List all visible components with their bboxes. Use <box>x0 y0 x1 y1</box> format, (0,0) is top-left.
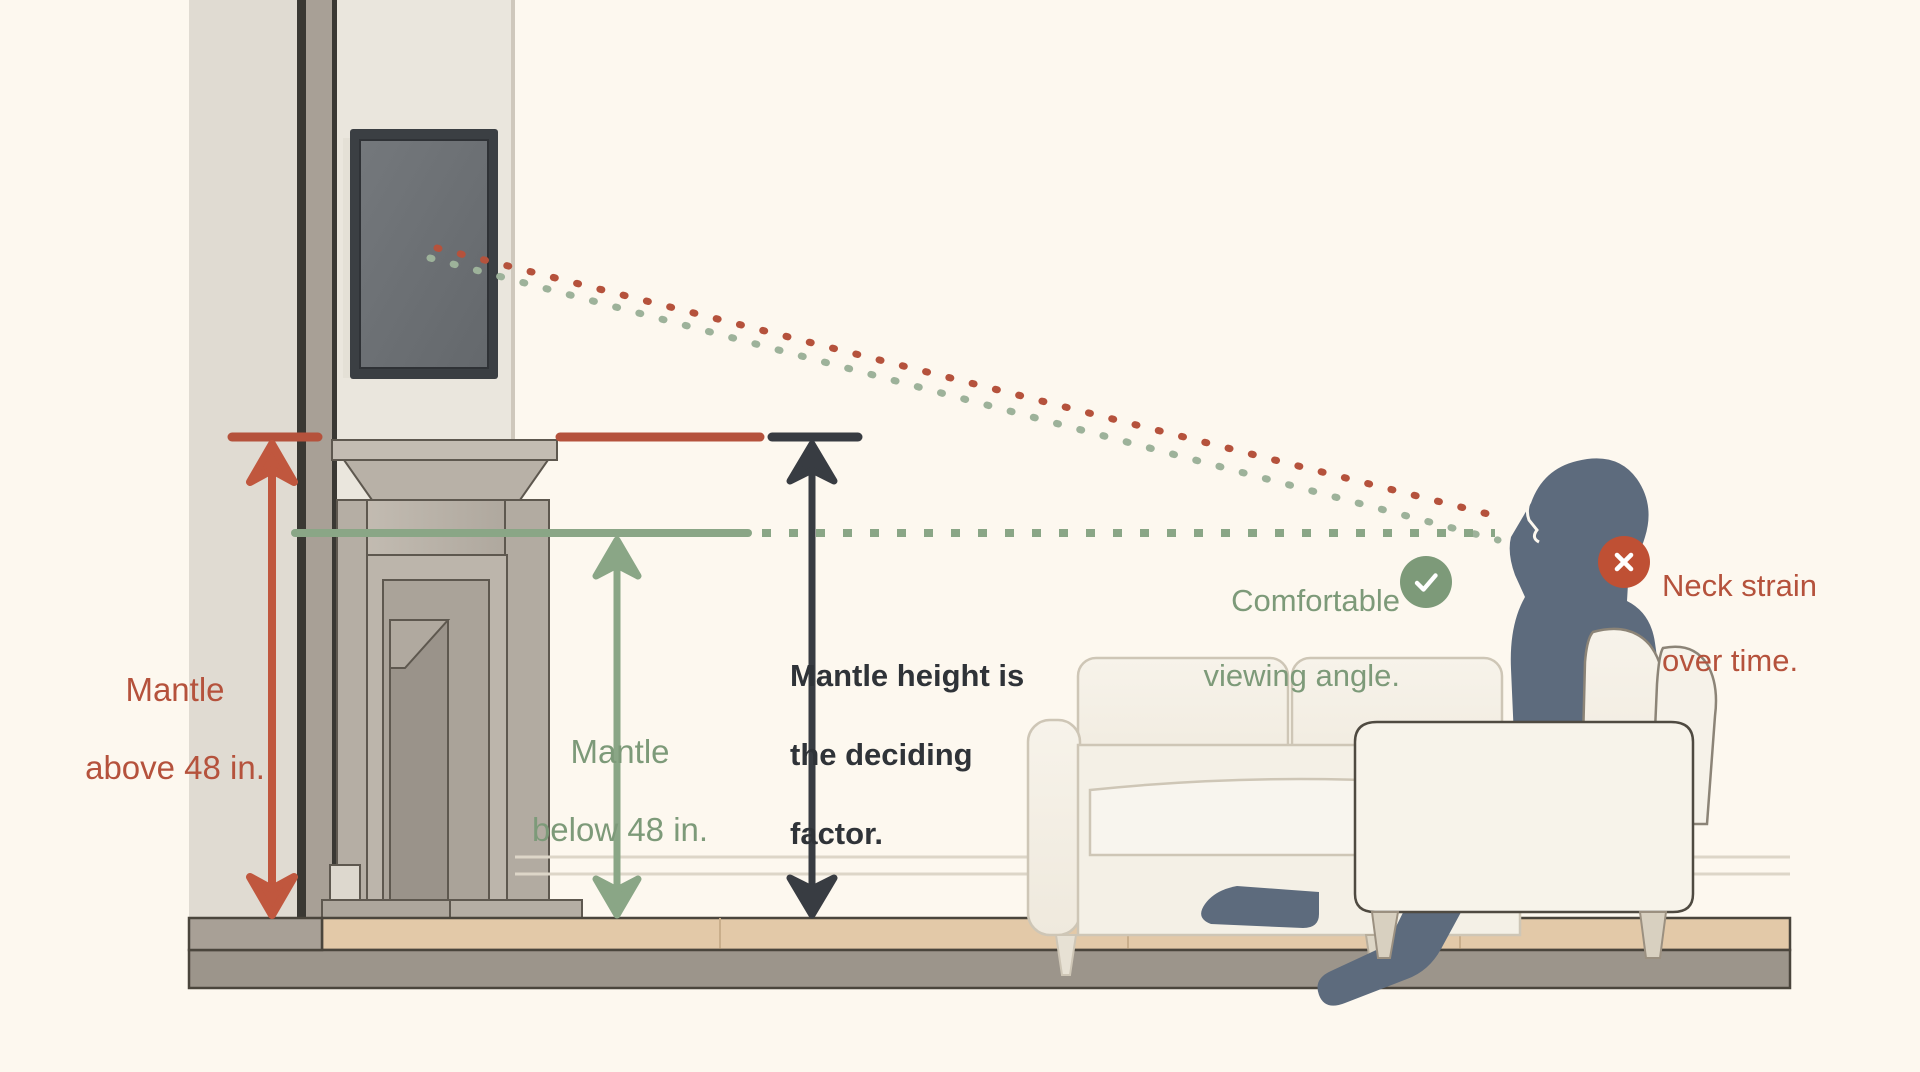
above-48-arrowhead-down <box>246 873 298 919</box>
callout-deciding-factor: Mantle height is the deciding factor. <box>790 616 1050 894</box>
label-mantle-above-48: Mantle above 48 in. <box>50 632 300 827</box>
label-mantle-below-48: Mantle below 48 in. <box>495 694 745 889</box>
hearth-base-trim <box>329 864 361 901</box>
callout-comfortable-angle-line1: Comfortable <box>1231 583 1400 619</box>
sofa-front-section <box>1353 627 1718 959</box>
wall-return-face <box>306 0 332 985</box>
mantle-height-arrowhead-down <box>786 874 838 919</box>
label-mantle-below-48-line1: Mantle <box>570 732 670 770</box>
wall-left-slab <box>189 0 297 985</box>
check-icon-glyph <box>1414 573 1438 592</box>
label-mantle-above-48-line2: above 48 in. <box>85 748 265 786</box>
sight-lines-group <box>426 244 1504 544</box>
reference-lines-group <box>227 432 1495 537</box>
wall-mounted-tv <box>343 129 498 379</box>
check-circle-icon <box>1400 556 1452 608</box>
dimension-arrow-mantle-height <box>786 440 838 919</box>
callout-neck-strain: Neck strain over time. <box>1662 530 1912 716</box>
mantle-height-arrowhead-up <box>786 440 838 485</box>
wall-return-edge <box>332 0 337 985</box>
callout-neck-strain-line2: over time. <box>1662 642 1799 678</box>
label-mantle-below-48-line2: below 48 in. <box>531 810 709 848</box>
mantle-crown <box>342 459 550 501</box>
callout-comfortable-angle-line2: viewing angle. <box>1203 657 1400 693</box>
label-mantle-above-48-line1: Mantle <box>125 670 225 708</box>
callout-neck-strain-line1: Neck strain <box>1662 568 1818 604</box>
sofa-front-arm <box>1353 720 1695 914</box>
callout-deciding-factor-line1: Mantle height is <box>790 657 1025 693</box>
seated-viewer <box>1201 458 1668 1006</box>
below-48-arrowhead-down <box>592 875 642 919</box>
firebox-chamfer <box>389 619 451 669</box>
callout-comfortable-angle: Comfortable viewing angle. <box>1150 545 1400 731</box>
tv-screen <box>359 139 489 369</box>
viewer-shoe <box>1201 886 1319 928</box>
viewer-face-profile <box>1525 497 1540 544</box>
comfortable-sightline <box>426 254 1502 544</box>
sofa-front-leg-right <box>1638 911 1668 959</box>
wall-corner-line <box>297 0 306 985</box>
floor-edge-band <box>187 948 1792 990</box>
callout-deciding-factor-line2: the deciding <box>790 737 973 773</box>
dimension-arrow-above-48 <box>246 440 298 919</box>
sofa-front-leg-left <box>1370 911 1400 959</box>
below-48-arrowhead-up <box>592 536 642 580</box>
surround-left-leg <box>336 499 368 901</box>
x-icon-glyph <box>1614 552 1634 572</box>
sofa-leg-left <box>1054 934 1078 976</box>
mantle-shelf <box>331 439 558 461</box>
dimension-arrow-below-48 <box>592 536 642 919</box>
floor-left-return <box>187 916 324 952</box>
above-48-arrowhead-up <box>246 440 298 486</box>
surround-right-leg <box>504 499 550 901</box>
high-tv-sightline <box>433 244 1504 521</box>
x-circle-icon <box>1598 536 1650 588</box>
callout-deciding-factor-line3: factor. <box>790 816 884 852</box>
viewer-body-silhouette <box>1317 458 1668 1006</box>
